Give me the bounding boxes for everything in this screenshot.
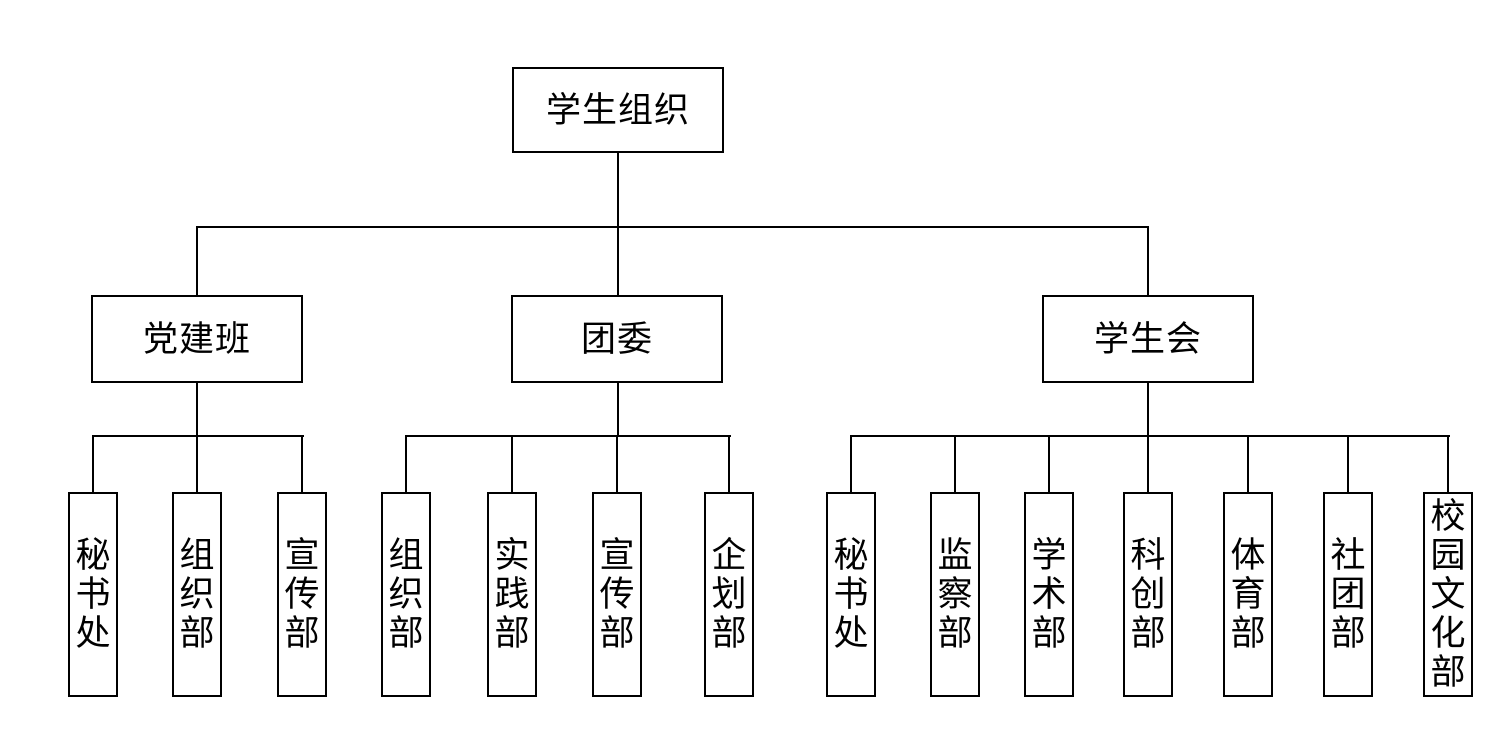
node-dept-publicity-2: 宣传部 — [592, 492, 642, 697]
node-label: 企划部 — [711, 536, 747, 653]
node-label: 体育部 — [1230, 536, 1266, 653]
node-label: 学生组织 — [545, 90, 690, 130]
node-label: 校园文化部 — [1430, 497, 1466, 692]
connector-drop-branch-2 — [617, 226, 619, 295]
node-label: 党建班 — [142, 319, 251, 359]
node-party-building-class: 党建班 — [91, 295, 303, 383]
node-label: 组织部 — [388, 536, 424, 653]
node-label: 科创部 — [1130, 536, 1166, 653]
connector-drop-dept — [196, 435, 198, 492]
node-dept-clubs: 社团部 — [1323, 492, 1373, 697]
connector-drop-dept — [616, 435, 618, 492]
node-dept-sci-tech-innovation: 科创部 — [1123, 492, 1173, 697]
connector-drop-dept — [92, 435, 94, 492]
node-student-organization: 学生组织 — [512, 67, 724, 153]
connector-drop-branch-3 — [1147, 226, 1149, 295]
connector-drop-dept — [954, 435, 956, 492]
connector-stem-branch-2 — [617, 383, 619, 437]
connector-drop-dept — [511, 435, 513, 492]
connector-drop-dept — [1347, 435, 1349, 492]
node-label: 社团部 — [1330, 536, 1366, 653]
node-label: 宣传部 — [599, 536, 635, 653]
connector-drop-dept — [1247, 435, 1249, 492]
connector-drop-dept — [1048, 435, 1050, 492]
node-dept-organization-1: 组织部 — [172, 492, 222, 697]
node-dept-organization-2: 组织部 — [381, 492, 431, 697]
node-label: 学生会 — [1093, 319, 1202, 359]
connector-stem-branch-3 — [1147, 383, 1149, 437]
node-dept-secretariat-2: 秘书处 — [826, 492, 876, 697]
node-label: 实践部 — [494, 536, 530, 653]
node-youth-league-committee: 团委 — [511, 295, 723, 383]
node-dept-sports: 体育部 — [1223, 492, 1273, 697]
node-label: 秘书处 — [833, 536, 869, 653]
connector-bus-branch-1 — [92, 435, 304, 437]
node-label: 组织部 — [179, 536, 215, 653]
node-dept-secretariat-1: 秘书处 — [68, 492, 118, 697]
node-dept-practice: 实践部 — [487, 492, 537, 697]
connector-drop-dept — [301, 435, 303, 492]
node-dept-academic: 学术部 — [1024, 492, 1074, 697]
connector-root-trunk — [617, 153, 619, 227]
node-student-union: 学生会 — [1042, 295, 1254, 383]
node-label: 宣传部 — [284, 536, 320, 653]
connector-drop-dept — [728, 435, 730, 492]
node-label: 监察部 — [937, 536, 973, 653]
node-label: 秘书处 — [75, 536, 111, 653]
connector-drop-dept — [405, 435, 407, 492]
node-label: 团委 — [580, 319, 653, 359]
connector-bus-branch-2 — [405, 435, 731, 437]
connector-level1-hbar — [196, 226, 1149, 228]
node-dept-supervision: 监察部 — [930, 492, 980, 697]
node-dept-publicity-1: 宣传部 — [277, 492, 327, 697]
connector-drop-dept — [1447, 435, 1449, 492]
connector-drop-branch-1 — [196, 226, 198, 295]
connector-bus-branch-3 — [850, 435, 1450, 437]
node-dept-campus-culture: 校园文化部 — [1423, 492, 1473, 697]
connector-stem-branch-1 — [196, 383, 198, 437]
node-label: 学术部 — [1031, 536, 1067, 653]
connector-drop-dept — [850, 435, 852, 492]
node-dept-planning: 企划部 — [704, 492, 754, 697]
connector-drop-dept — [1147, 435, 1149, 492]
